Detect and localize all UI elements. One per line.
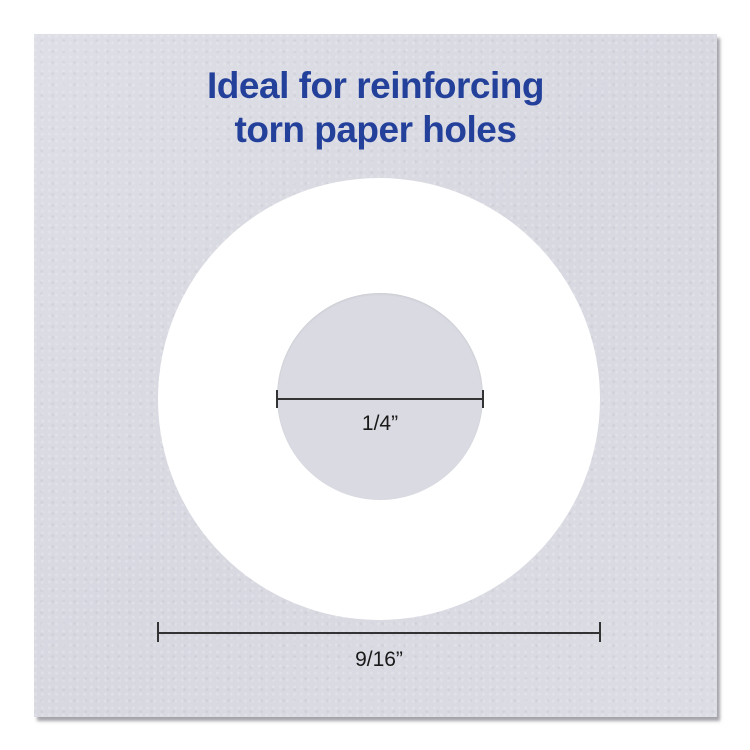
inner-right-tick [482, 390, 484, 408]
ring-center-hole [277, 293, 483, 500]
headline-line-1: Ideal for reinforcing [207, 65, 544, 106]
outer-diameter-label: 9/16” [355, 648, 403, 671]
inner-diameter-label: 1/4” [361, 412, 399, 435]
outer-right-tick [599, 622, 601, 642]
headline: Ideal for reinforcing torn paper holes [34, 64, 717, 152]
outer-dimension-line [157, 632, 601, 634]
inner-dimension-line [276, 398, 484, 400]
product-card: Ideal for reinforcing torn paper holes 1… [34, 34, 717, 717]
headline-line-2: torn paper holes [234, 109, 517, 150]
